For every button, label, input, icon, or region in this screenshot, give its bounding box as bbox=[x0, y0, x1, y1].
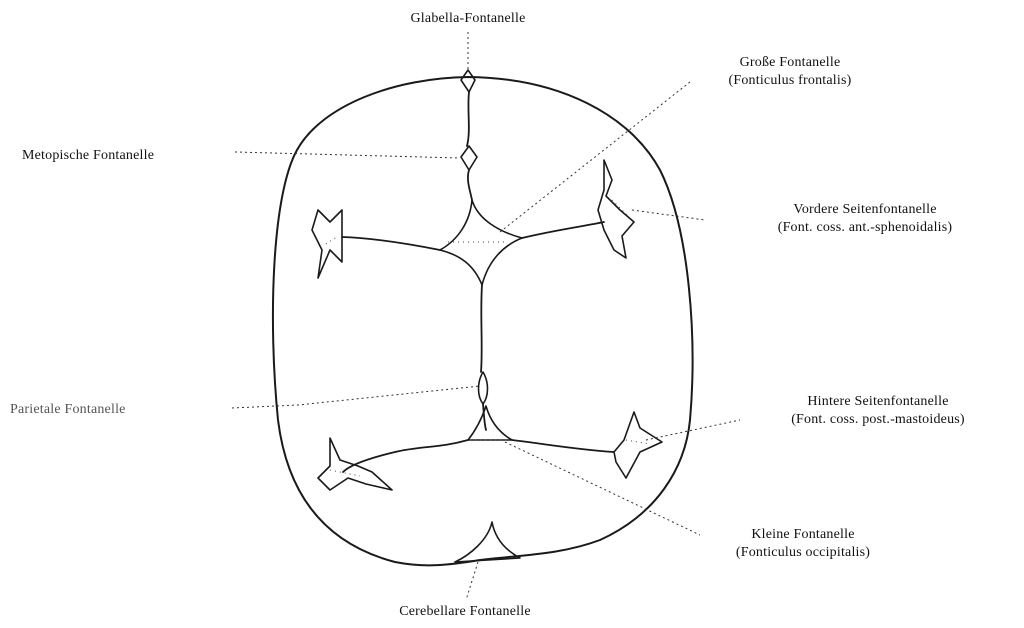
metopische-fontanelle-label: Metopische Fontanelle bbox=[22, 147, 154, 164]
grosse-fontanelle-label: Große Fontanelle bbox=[690, 54, 890, 71]
hintere-seitenfontanelle-right bbox=[614, 412, 662, 478]
sagittal-suture bbox=[481, 285, 482, 372]
glabella-fontanelle bbox=[461, 70, 475, 92]
coronal-suture-right bbox=[522, 222, 604, 238]
kleine-fontanelle-label: Kleine Fontanelle bbox=[698, 526, 908, 543]
hintere-seitenfontanelle-latin-label: (Font. coss. post.-mastoideus) bbox=[738, 411, 1018, 428]
coronal-suture-left bbox=[342, 237, 440, 250]
hintere-seitenfontanelle-label: Hintere Seitenfontanelle bbox=[738, 393, 1018, 410]
leader-parietale bbox=[232, 386, 480, 408]
leader-kleine bbox=[505, 442, 700, 535]
metopic-suture bbox=[467, 92, 469, 146]
vordere-seitenfontanelle-right bbox=[598, 160, 634, 258]
leader-cerebellare bbox=[466, 562, 478, 600]
lambdoid-suture-right bbox=[512, 440, 614, 452]
fontanelle-dots bbox=[326, 200, 650, 476]
vordere-seitenfontanelle-left bbox=[312, 210, 342, 278]
leader-metopische bbox=[235, 152, 460, 158]
glabella-fontanelle-label: Glabella-Fontanelle bbox=[368, 10, 568, 27]
grosse-fontanelle-latin-label: (Fonticulus frontalis) bbox=[690, 72, 890, 89]
metopic-suture-lower bbox=[468, 170, 472, 200]
kleine-fontanelle bbox=[468, 406, 512, 440]
cerebellare-fontanelle-label: Cerebellare Fontanelle bbox=[355, 603, 575, 620]
grosse-fontanelle bbox=[440, 200, 522, 285]
parietale-fontanelle-label: Parietale Fontanelle bbox=[10, 401, 126, 418]
kleine-fontanelle-latin-label: (Fonticulus occipitalis) bbox=[698, 544, 908, 561]
parietale-fontanelle bbox=[479, 372, 488, 404]
vordere-seitenfontanelle-label: Vordere Seitenfontanelle bbox=[715, 201, 1015, 218]
skull-outline bbox=[273, 77, 693, 565]
leader-vordere bbox=[632, 210, 705, 220]
metopische-fontanelle bbox=[461, 146, 477, 170]
vordere-seitenfontanelle-latin-label: (Font. coss. ant.-sphenoidalis) bbox=[715, 219, 1015, 236]
leader-grosse bbox=[500, 82, 690, 232]
leader-hintere bbox=[646, 420, 740, 440]
